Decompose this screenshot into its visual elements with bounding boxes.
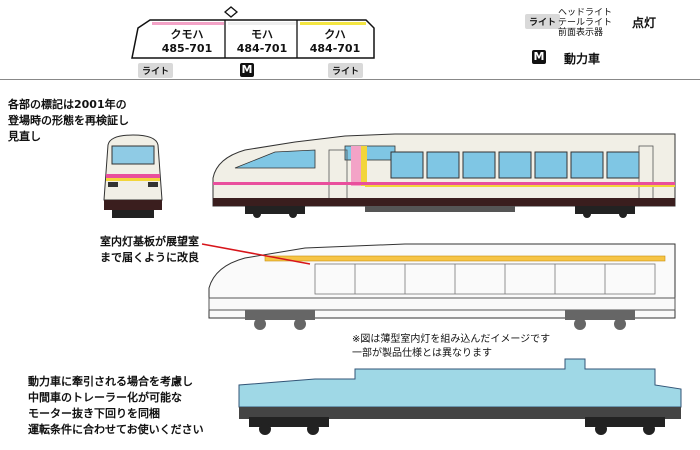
side-stripe-yellow <box>365 185 675 187</box>
board-note: 室内灯基板が展望室 まで届くように改良 <box>100 235 199 264</box>
cutaway-diagram <box>208 243 676 330</box>
front-window <box>111 145 155 165</box>
front-stripe-pink <box>106 174 160 178</box>
car-1-label: クモハ 485-701 <box>161 28 213 55</box>
formation-diagram: クモハ 485-701 モハ 484-701 クハ 484-701 ライト M … <box>128 6 378 78</box>
side-windows <box>390 151 640 179</box>
light-tag-left: ライト <box>138 63 174 78</box>
light-tag-right: ライト <box>328 63 364 78</box>
cab-window <box>234 149 316 169</box>
car3-stripe <box>300 22 366 25</box>
leader-line <box>201 243 311 265</box>
legend: ライト ヘッドライト テールライト 前面表示器 点灯 M 動力車 <box>520 6 690 66</box>
interior-light-bar <box>264 255 666 262</box>
car2-stripe <box>228 22 296 25</box>
chassis-bogies <box>249 417 665 435</box>
marking-note: 各部の標記は2001年の 登場時の形態を再検証し 見直し <box>8 98 129 143</box>
headlight-left <box>108 182 118 187</box>
side-stripe-pink <box>213 182 675 185</box>
formation-outline <box>131 6 375 59</box>
door-pink-panel <box>351 146 361 186</box>
legend-motor-mark: M <box>532 50 546 64</box>
car1-stripe <box>152 22 224 25</box>
chassis-weight <box>238 358 682 408</box>
legend-light-tag: ライト <box>525 14 561 29</box>
cutaway-bogies <box>245 310 635 330</box>
train-front-view <box>103 134 163 218</box>
divider <box>0 79 700 80</box>
legend-light-items: ヘッドライト テールライト 前面表示器 <box>558 8 613 38</box>
motor-note: 動力車に牽引される場合を考慮し 中間車のトレーラー化が可能な モーター抜き下回り… <box>28 375 204 436</box>
legend-motor-label: 動力車 <box>564 52 601 66</box>
chassis-frame <box>239 407 681 419</box>
image-note: ※図は薄型室内灯を組み込んだイメージです 一部が製品仕様とは異なります <box>352 334 551 359</box>
car-2-label: モハ 484-701 <box>236 28 288 55</box>
bogie-rear <box>575 206 635 218</box>
train-side-view <box>212 133 676 218</box>
headlight-right <box>148 182 158 187</box>
legend-light-state: 点灯 <box>632 16 657 30</box>
chassis-diagram <box>238 358 682 435</box>
front-stripe-yellow <box>106 178 160 181</box>
motor-car-mark: M <box>240 63 254 77</box>
bogie-front <box>245 206 305 218</box>
car-3-label: クハ 484-701 <box>309 28 361 55</box>
